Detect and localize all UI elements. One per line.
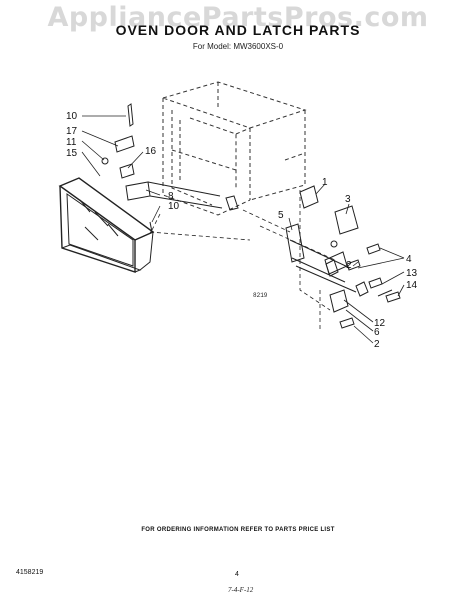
hinge-parts [101, 103, 239, 233]
left-leader-lines [81, 115, 161, 223]
callout-labels: 10 17 11 15 16 8 10 1 3 5 4 2 13 14 12 6… [66, 111, 418, 350]
callout: 8 [168, 191, 174, 202]
part-number: 4158219 [16, 569, 44, 576]
callout: 1 [322, 177, 328, 188]
right-leader-lines [288, 183, 405, 344]
callout: 5 [278, 210, 284, 221]
page-number: 4 [235, 571, 239, 578]
callout: 3 [345, 194, 351, 205]
screws [339, 243, 401, 329]
page-title: OVEN DOOR AND LATCH PARTS [115, 22, 361, 38]
callout: 12 [374, 318, 386, 329]
callout: 15 [66, 148, 78, 159]
callout: 2 [374, 339, 380, 350]
watermark: AppliancePartsPros.com [47, 2, 429, 33]
callout: 2 [346, 260, 352, 271]
model-subtitle: For Model: MW3600XS-0 [192, 42, 284, 51]
callout: 14 [406, 280, 418, 291]
callout: 4 [406, 254, 412, 265]
callout: 11 [66, 137, 77, 148]
callout: 10 [66, 111, 78, 122]
oven-cavity-frame [161, 81, 307, 216]
callout: 17 [66, 126, 78, 137]
callout: 10 [168, 201, 180, 212]
handwritten-note: 7-4-F-12 [228, 586, 254, 594]
ordering-note: FOR ORDERING INFORMATION REFER TO PARTS … [141, 527, 335, 533]
oven-door [58, 177, 155, 273]
callout: 6 [374, 327, 380, 338]
callout: 16 [145, 146, 157, 157]
callout: 13 [406, 268, 418, 279]
latch-assembly [285, 185, 393, 313]
explode-lines [149, 190, 336, 330]
figure-code: 8219 [253, 292, 268, 299]
